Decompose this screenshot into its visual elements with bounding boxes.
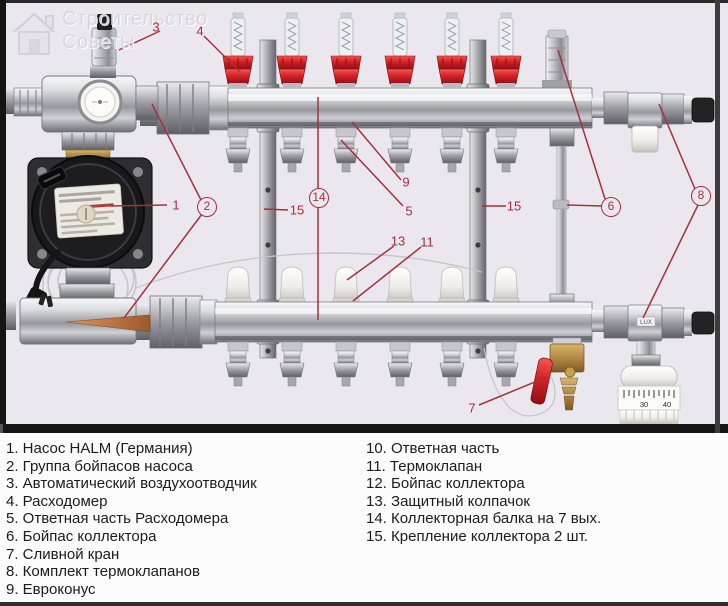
drain-valve [530,337,585,411]
callout-label-14: 14 [309,188,329,208]
callout-label-8: 8 [691,186,711,206]
legend-item: 14. Коллекторная балка на 7 вых. [366,510,602,528]
frame-edge-left [0,0,6,424]
callout-label-1: 1 [172,197,180,213]
frame-edge-bottom [0,602,728,606]
legend-item: 9. Евроконус [6,580,96,598]
watermark: Строительство Советы [62,8,208,54]
legend-item: 12. Бойпас коллектора [366,475,525,493]
legend-item: 7. Сливной кран [6,545,120,563]
callout-label-3: 3 [152,19,160,35]
thermo-scale-30: 30 [640,400,648,409]
legend-item: 6. Бойпас коллектора [6,527,157,545]
callout-label-15-right: 15 [506,198,522,214]
thermo-scale-40: 40 [663,400,671,409]
pump-speed-selector [37,166,67,190]
protective-cap [224,266,252,304]
watermark-house-icon [13,12,55,55]
top-end-plug [691,97,715,123]
legend-column-right: 10. Ответная часть 11. Термоклапан 12. Б… [366,440,716,546]
legend-item: 4. Расходомер [6,492,108,510]
callout-label-7: 7 [468,400,476,416]
legend-item: 1. Насос HALM (Германия) [6,440,193,457]
legend-item: 2. Группа бойпасов насоса [6,457,193,475]
bottom-end-plug [691,311,715,335]
collector-bypass-pipe [542,29,575,311]
drain-valve-lever [530,357,553,405]
watermark-line2: Советы [62,31,135,53]
legend-item: 11. Термоклапан [366,457,483,475]
top-manifold [140,81,715,153]
callout-label-9: 9 [402,174,410,190]
photo-legend-divider [0,424,728,433]
manifold-photo: LUX [0,0,728,424]
legend-column-left: 1. Насос HALM (Германия) 2. Группа бойпа… [6,440,360,598]
watermark-line1: Строительство [62,8,208,30]
drain-hose-barb [559,377,579,411]
fitting-marking: LUX [640,320,652,326]
callout-label-5: 5 [405,203,413,219]
legend-item: 3. Автоматический воздухоотводчик [6,475,257,493]
callout-label-6: 6 [601,197,621,217]
pump [27,155,153,285]
frame-edge-right [715,0,720,606]
protective-cap [492,266,520,304]
protective-cap [332,266,360,304]
callout-label-4: 4 [196,23,204,39]
pump-bypass-group [4,14,159,345]
callout-label-2: 2 [197,197,217,217]
callout-label-11: 11 [420,234,434,250]
protective-cap [438,266,466,304]
top-thermovalve-body [627,92,663,129]
parts-legend: 1. Насос HALM (Германия) 2. Группа бойпа… [0,433,728,602]
legend-item: 5. Ответная часть Расходомера [6,510,229,528]
legend-item: 10. Ответная часть [366,440,500,457]
top-protective-cap [631,125,659,153]
protective-cap [278,266,306,304]
protective-cap [386,266,414,304]
bottom-manifold: LUX [136,266,715,349]
thermostatic-head: 30 40 [617,340,681,424]
callout-label-15-left: 15 [289,202,305,218]
temperature-probe [65,314,151,333]
frame-edge-top [0,0,728,3]
callout-label-13: 13 [390,233,406,249]
legend-item: 15. Крепление коллектора 2 шт. [366,527,588,545]
legend-item: 8. Комплект термоклапанов [6,563,200,581]
legend-item: 13. Защитный колпачок [366,492,530,510]
air-vent-cap [97,14,112,30]
callout-lines [109,30,699,406]
